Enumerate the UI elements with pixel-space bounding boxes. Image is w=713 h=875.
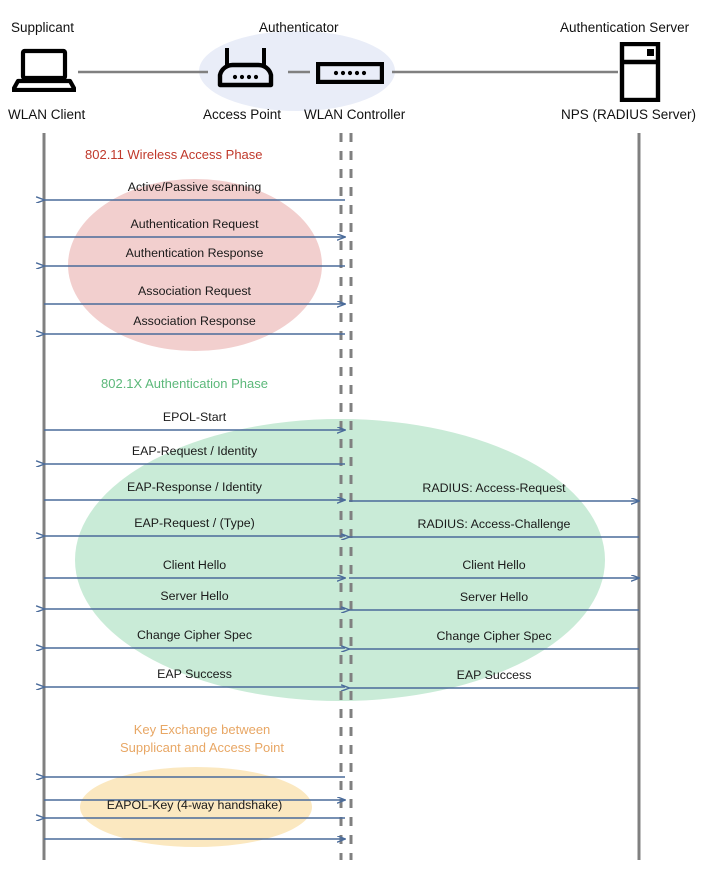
phase-title-8021x: 802.1X Authentication Phase [101,376,268,391]
server-icon [619,41,661,103]
message-label: EAP Success [456,668,532,682]
device-label-access-point: Access Point [203,107,282,122]
message-label: EAP-Response / Identity [127,480,262,494]
message-label: Change Cipher Spec [436,629,552,643]
message-arrows [44,200,639,839]
role-label-authenticator: Authenticator [259,20,339,35]
message-label: RADIUS: Access-Challenge [417,517,571,531]
message-label: Server Hello [160,589,229,603]
access-point-icon [216,44,276,92]
phase-80211-ellipse [68,179,322,351]
message-label: EPOL-Start [162,410,227,424]
message-label: RADIUS: Access-Request [422,481,566,495]
phase-title-80211: 802.11 Wireless Access Phase [85,147,263,162]
phase-key-exchange-ellipse [80,767,312,847]
message-label: EAP Success [157,667,232,681]
message-label: Authentication Response [125,246,264,260]
phase-title-key-exchange-line1: Key Exchange between [133,722,271,737]
role-label-auth-server: Authentication Server [560,20,690,35]
device-label-wlan-controller: WLAN Controller [304,107,406,122]
message-label: EAP-Request / Identity [131,444,258,458]
device-label-nps: NPS (RADIUS Server) [561,107,697,122]
message-label: Association Response [133,314,256,328]
phase-title-key-exchange: Key Exchange between Supplicant and Acce… [92,721,312,757]
phase-title-key-exchange-line2: Supplicant and Access Point [119,740,285,755]
wlan-controller-icon [315,61,385,85]
message-label: Server Hello [459,590,529,604]
message-label: EAPOL-Key (4-way handshake) [106,798,283,812]
message-label: Association Request [138,284,251,298]
role-label-supplicant: Supplicant [11,20,75,35]
phase-8021x-ellipse [75,419,605,701]
message-label: Active/Passive scanning [127,180,262,194]
message-label: Change Cipher Spec [136,628,253,642]
message-label: EAP-Request / (Type) [134,516,255,530]
message-label: Client Hello [162,558,227,572]
laptop-icon [10,48,78,93]
device-label-wlan-client: WLAN Client [8,107,86,122]
message-label: Authentication Request [130,217,259,231]
message-label: Client Hello [462,558,526,572]
